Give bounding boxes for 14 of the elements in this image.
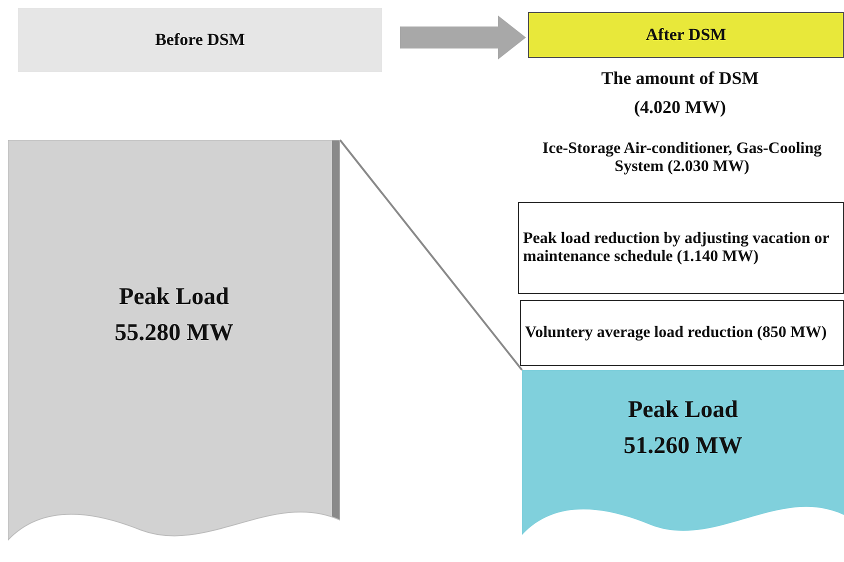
node-label: After DSM (646, 25, 726, 45)
dsm-item (518, 202, 844, 294)
block-arrow (400, 16, 526, 60)
node-label: Peak Load 55.280 MW (114, 283, 234, 348)
node-label: Voluntery average load reduction (850 MW) (525, 324, 827, 342)
node-label: Peak Load 51.260 MW (622, 396, 744, 460)
node-label: Peak load reduction by adjusting vacation or maintenance schedule (1.140 MW) (523, 230, 830, 266)
node-label: Before DSM (155, 30, 245, 50)
connector-line (339, 139, 523, 371)
stage-box (528, 12, 844, 58)
dsm-item (520, 300, 844, 366)
node-label: The amount of DSM (4.020 MW) (600, 67, 760, 119)
node-label: Ice-Storage Air-conditioner, Gas-Cooling System (2.030 MW) (541, 140, 823, 176)
stage-box (18, 8, 382, 72)
